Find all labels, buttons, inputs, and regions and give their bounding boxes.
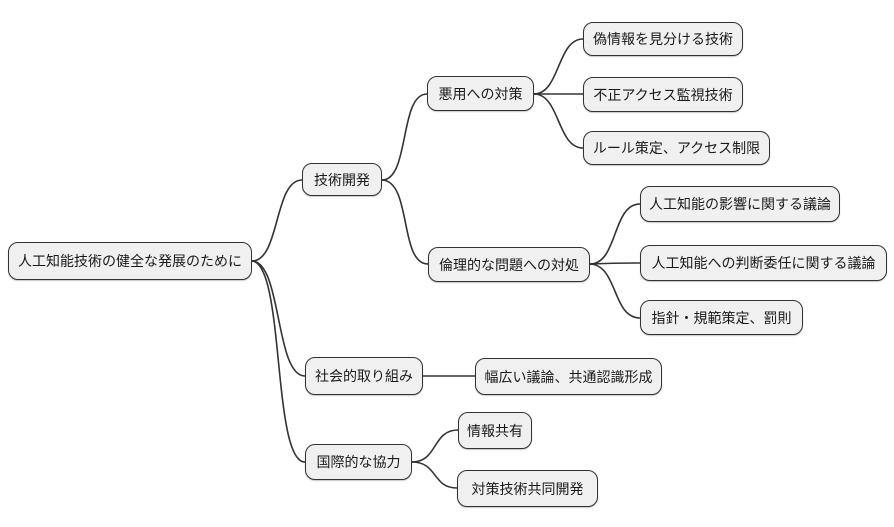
edge-international-info-sharing bbox=[411, 429, 459, 463]
node-broad-discussion-consensus[interactable]: 幅広い議論、共通認識形成 bbox=[475, 358, 662, 395]
node-ai-impact-discussion[interactable]: 人工知能の影響に関する議論 bbox=[640, 186, 840, 222]
node-ethical-issues[interactable]: 倫理的な問題への対処 bbox=[428, 247, 590, 282]
node-ai-delegation-discussion[interactable]: 人工知能への判断委任に関する議論 bbox=[640, 245, 887, 281]
node-root-label: 人工知能技術の健全な発展のために bbox=[18, 253, 242, 269]
node-fake-info-detection-label: 偽情報を見分ける技術 bbox=[593, 31, 733, 47]
node-social-initiatives[interactable]: 社会的取り組み bbox=[305, 357, 423, 395]
node-international-cooperation-label: 国際的な協力 bbox=[316, 454, 401, 470]
node-joint-countermeasure-development[interactable]: 対策技術共同開発 bbox=[457, 470, 598, 507]
node-broad-discussion-consensus-label: 幅広い議論、共通認識形成 bbox=[484, 368, 653, 385]
node-social-initiatives-label: 社会的取り組み bbox=[315, 368, 413, 384]
edge-root-social-initiatives bbox=[251, 260, 306, 377]
edge-tech-development-misuse-countermeasures bbox=[381, 93, 428, 181]
node-tech-development-label: 技術開発 bbox=[314, 171, 370, 188]
node-root[interactable]: 人工知能技術の健全な発展のために bbox=[8, 242, 252, 280]
node-misuse-countermeasures[interactable]: 悪用への対策 bbox=[427, 76, 534, 111]
node-joint-countermeasure-development-label: 対策技術共同開発 bbox=[471, 480, 584, 497]
node-rule-making-access-restriction[interactable]: ルール策定、アクセス制限 bbox=[583, 131, 770, 165]
edge-root-international-cooperation bbox=[251, 260, 306, 463]
node-unauthorized-access-monitoring-label: 不正アクセス監視技術 bbox=[593, 86, 733, 103]
node-international-cooperation[interactable]: 国際的な協力 bbox=[305, 444, 412, 480]
node-ai-delegation-discussion-label: 人工知能への判断委任に関する議論 bbox=[651, 255, 876, 271]
node-guidelines-penalties[interactable]: 指針・規範策定、罰則 bbox=[640, 300, 803, 335]
node-guidelines-penalties-label: 指針・規範策定、罰則 bbox=[651, 309, 792, 326]
edge-tech-development-ethical-issues bbox=[381, 179, 429, 265]
node-unauthorized-access-monitoring[interactable]: 不正アクセス監視技術 bbox=[583, 77, 743, 112]
edge-international-joint-development bbox=[411, 461, 458, 489]
node-info-sharing-label: 情報共有 bbox=[467, 422, 523, 439]
edge-ethical-guidelines bbox=[589, 263, 641, 319]
edge-root-tech-development bbox=[251, 179, 303, 262]
edge-misuse-rule-making bbox=[533, 93, 584, 149]
node-info-sharing[interactable]: 情報共有 bbox=[458, 412, 532, 449]
node-fake-info-detection[interactable]: 偽情報を見分ける技術 bbox=[583, 22, 743, 56]
node-rule-making-access-restriction-label: ルール策定、アクセス制限 bbox=[592, 140, 761, 156]
node-misuse-countermeasures-label: 悪用への対策 bbox=[438, 85, 523, 102]
node-ethical-issues-label: 倫理的な問題への対処 bbox=[439, 256, 579, 273]
edge-ethical-ai-delegation bbox=[589, 262, 641, 265]
edge-misuse-fake-info bbox=[533, 38, 584, 95]
node-tech-development[interactable]: 技術開発 bbox=[302, 163, 382, 196]
edge-ethical-ai-impact bbox=[589, 203, 641, 265]
node-ai-impact-discussion-label: 人工知能の影響に関する議論 bbox=[649, 196, 831, 212]
